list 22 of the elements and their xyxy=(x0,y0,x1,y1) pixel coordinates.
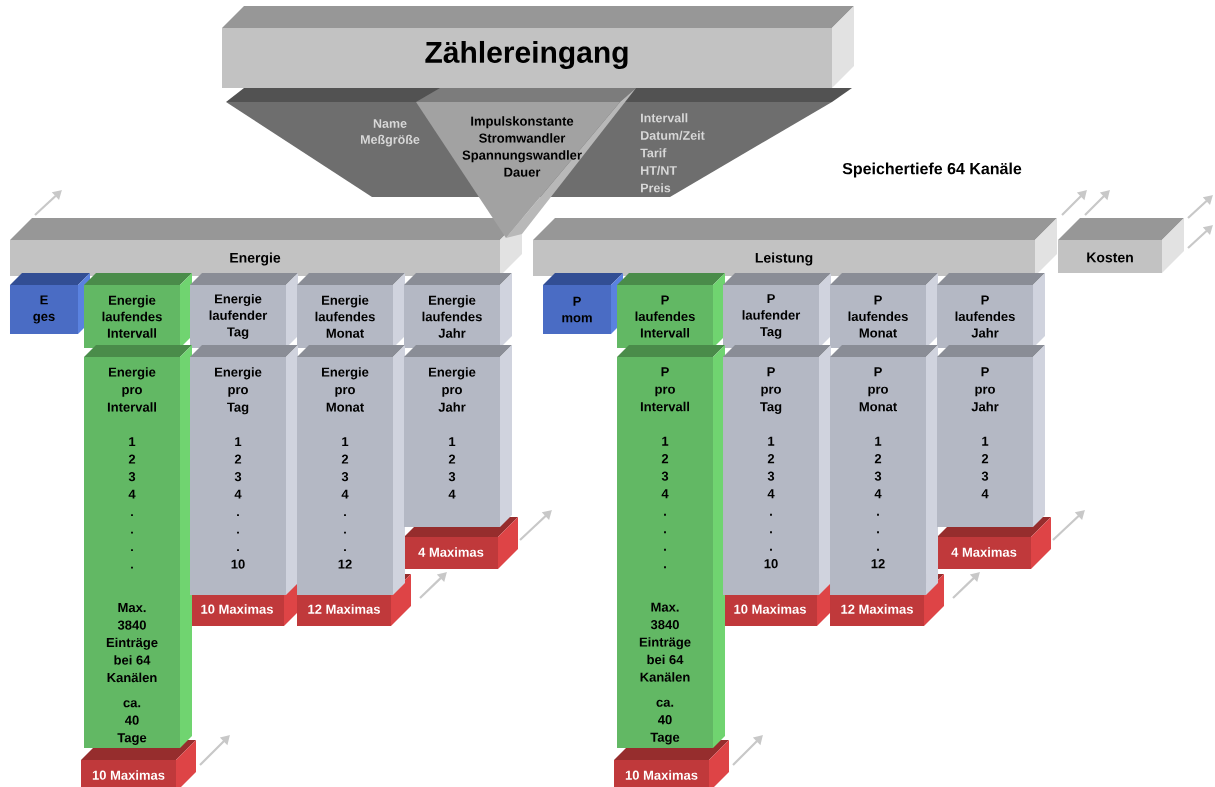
register-block: P laufendes Monat xyxy=(830,273,938,348)
memory-column: P pro Monat 1 2 3 4 . . . 12 xyxy=(830,345,938,595)
category-bar: Energie xyxy=(10,218,522,276)
register-block: P mom xyxy=(543,273,623,334)
memory-column: Energie pro Jahr 1 2 3 4 xyxy=(404,345,512,527)
register-block: Energie laufendes Intervall xyxy=(84,273,192,348)
memory-column: P pro Jahr 1 2 3 4 xyxy=(937,345,1045,527)
memory-column: Energie pro Monat 1 2 3 4 . . . 12 xyxy=(297,345,405,595)
category-bar: Leistung xyxy=(533,218,1057,276)
memory-column: Energie pro Intervall 1 2 3 4 . . . . Max. 3840 Einträge bei 64 Kanälen ca. 40 Tage xyxy=(84,345,192,748)
category-bar: Kosten xyxy=(1058,218,1184,273)
memory-column: P pro Tag 1 2 3 4 . . . 10 xyxy=(723,345,831,595)
register-block: Energie laufendes Jahr xyxy=(404,273,512,348)
register-block: P laufendes Intervall xyxy=(617,273,725,348)
register-block: E ges xyxy=(10,273,90,334)
register-block: Energie laufendes Monat xyxy=(297,273,405,348)
register-block: Energie laufender Tag xyxy=(190,273,298,348)
register-block: P laufendes Jahr xyxy=(937,273,1045,348)
memory-column: P pro Intervall 1 2 3 4 . . . . Max. 3840 Einträge bei 64 Kanälen ca. 40 Tage xyxy=(617,345,725,748)
register-block: P laufender Tag xyxy=(723,273,831,348)
title-bar: Zählereingang xyxy=(222,6,854,88)
memory-column: Energie pro Tag 1 2 3 4 . . . 10 xyxy=(190,345,298,595)
